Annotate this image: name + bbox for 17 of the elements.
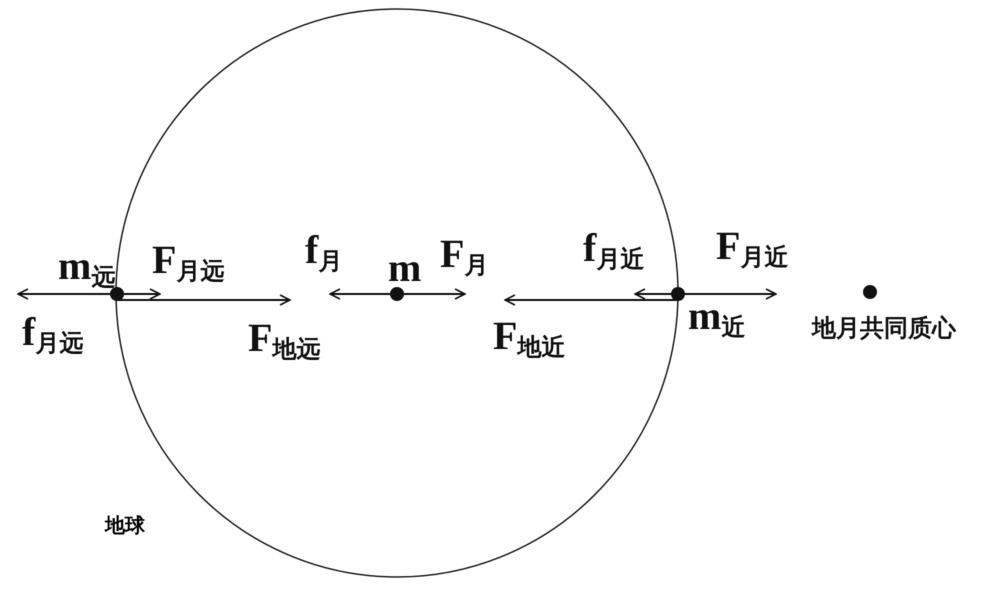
force-label: f$_{月}$ (305, 230, 342, 273)
earth-label: 地球 (105, 515, 145, 535)
mass-label: m$_{远}$ (58, 246, 116, 289)
force-label: F$_{月远}$ (152, 240, 224, 283)
mass-label: m (388, 248, 422, 288)
point-label: 地月共同质心 (812, 316, 956, 340)
force-label: F$_{地近}$ (493, 316, 566, 359)
mass-label: m$_{近}$ (688, 296, 746, 339)
point-dot (863, 285, 877, 299)
force-label: f$_{月远}$ (22, 312, 84, 355)
force-label: F$_{地远}$ (248, 318, 320, 361)
point-dot (671, 287, 685, 301)
force-label: f$_{月近}$ (583, 228, 644, 271)
point-dot (110, 287, 124, 301)
point-dot (390, 287, 404, 301)
force-label: F$_{月}$ (440, 234, 488, 277)
force-label: F$_{月近}$ (716, 226, 788, 269)
